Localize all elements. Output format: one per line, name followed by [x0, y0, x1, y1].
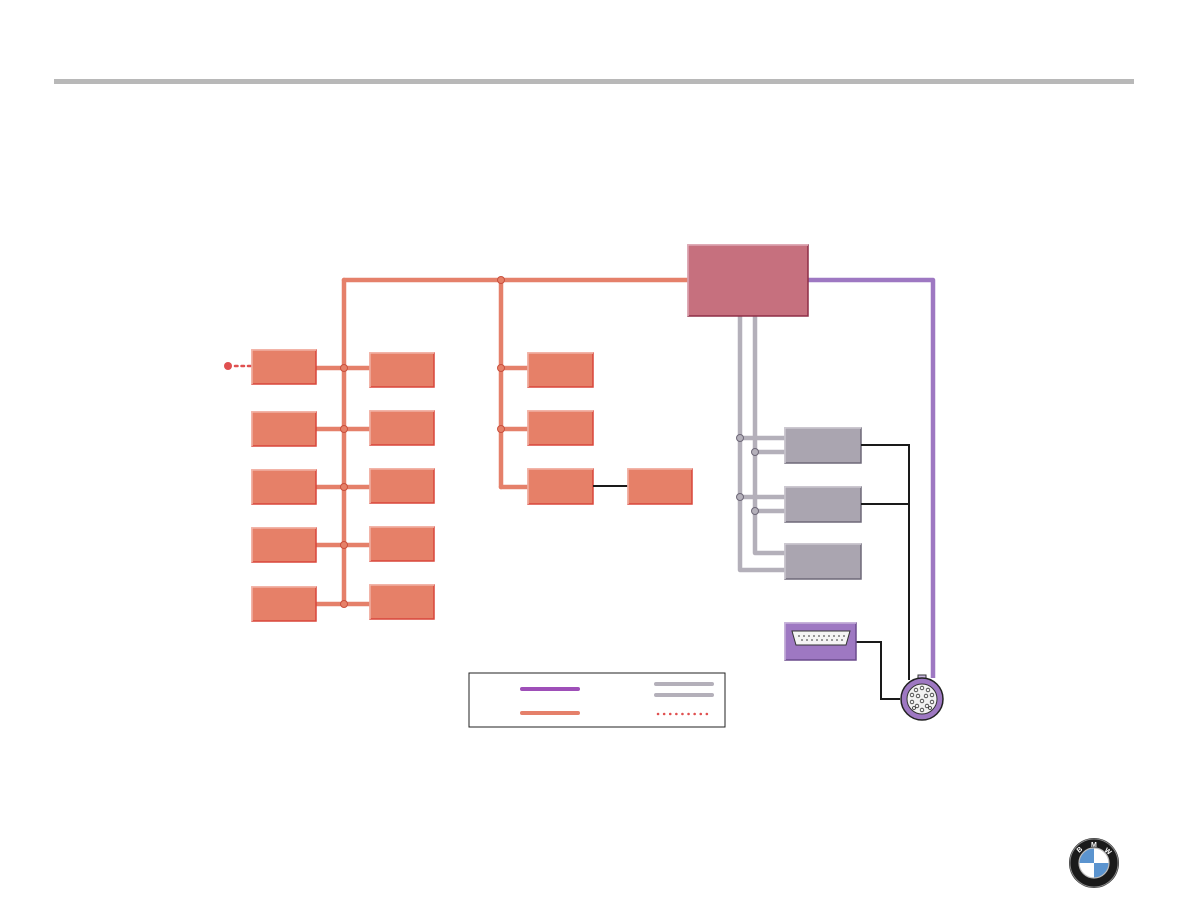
middle-module-column [369, 352, 435, 620]
module-left-3[interactable] [251, 469, 317, 505]
svg-text:M: M [1091, 842, 1097, 849]
module-mid-3[interactable] [369, 468, 435, 504]
dotted-bus-link [224, 362, 254, 370]
module-center-3[interactable] [527, 468, 594, 505]
legend [468, 672, 726, 728]
module-center-1[interactable] [527, 352, 594, 388]
module-left-1[interactable] [251, 349, 317, 385]
connector-pin-icon [909, 685, 935, 713]
module-center-extra[interactable] [627, 468, 693, 505]
gray-module-3[interactable] [784, 543, 862, 580]
gray-module-2[interactable] [784, 486, 862, 523]
module-left-2[interactable] [251, 411, 317, 447]
gray-bus-network [736, 316, 785, 573]
module-center-2[interactable] [527, 410, 594, 446]
bmw-roundel-logo: B M W [1069, 838, 1119, 888]
orange-bus-network [313, 276, 693, 608]
round-diagnostic-connector[interactable] [900, 674, 944, 721]
legend-box [468, 672, 726, 728]
purple-bus [808, 277, 936, 678]
module-mid-1[interactable] [369, 352, 435, 388]
left-module-column [251, 349, 317, 622]
obd-port[interactable] [784, 622, 857, 661]
module-mid-2[interactable] [369, 410, 435, 446]
center-module-column [527, 352, 693, 505]
db-connector-icon [791, 630, 851, 646]
diagnostic-wiring [856, 444, 910, 700]
gray-module-column [784, 427, 862, 580]
gateway-module[interactable] [687, 244, 809, 317]
svg-text:W: W [1103, 847, 1113, 857]
svg-text:B: B [1076, 846, 1084, 855]
header-divider [54, 79, 1134, 84]
module-left-5[interactable] [251, 586, 317, 622]
orange-junction [497, 276, 505, 284]
module-mid-5[interactable] [369, 584, 435, 620]
module-mid-4[interactable] [369, 526, 435, 562]
gray-module-1[interactable] [784, 427, 862, 464]
module-left-4[interactable] [251, 527, 317, 563]
